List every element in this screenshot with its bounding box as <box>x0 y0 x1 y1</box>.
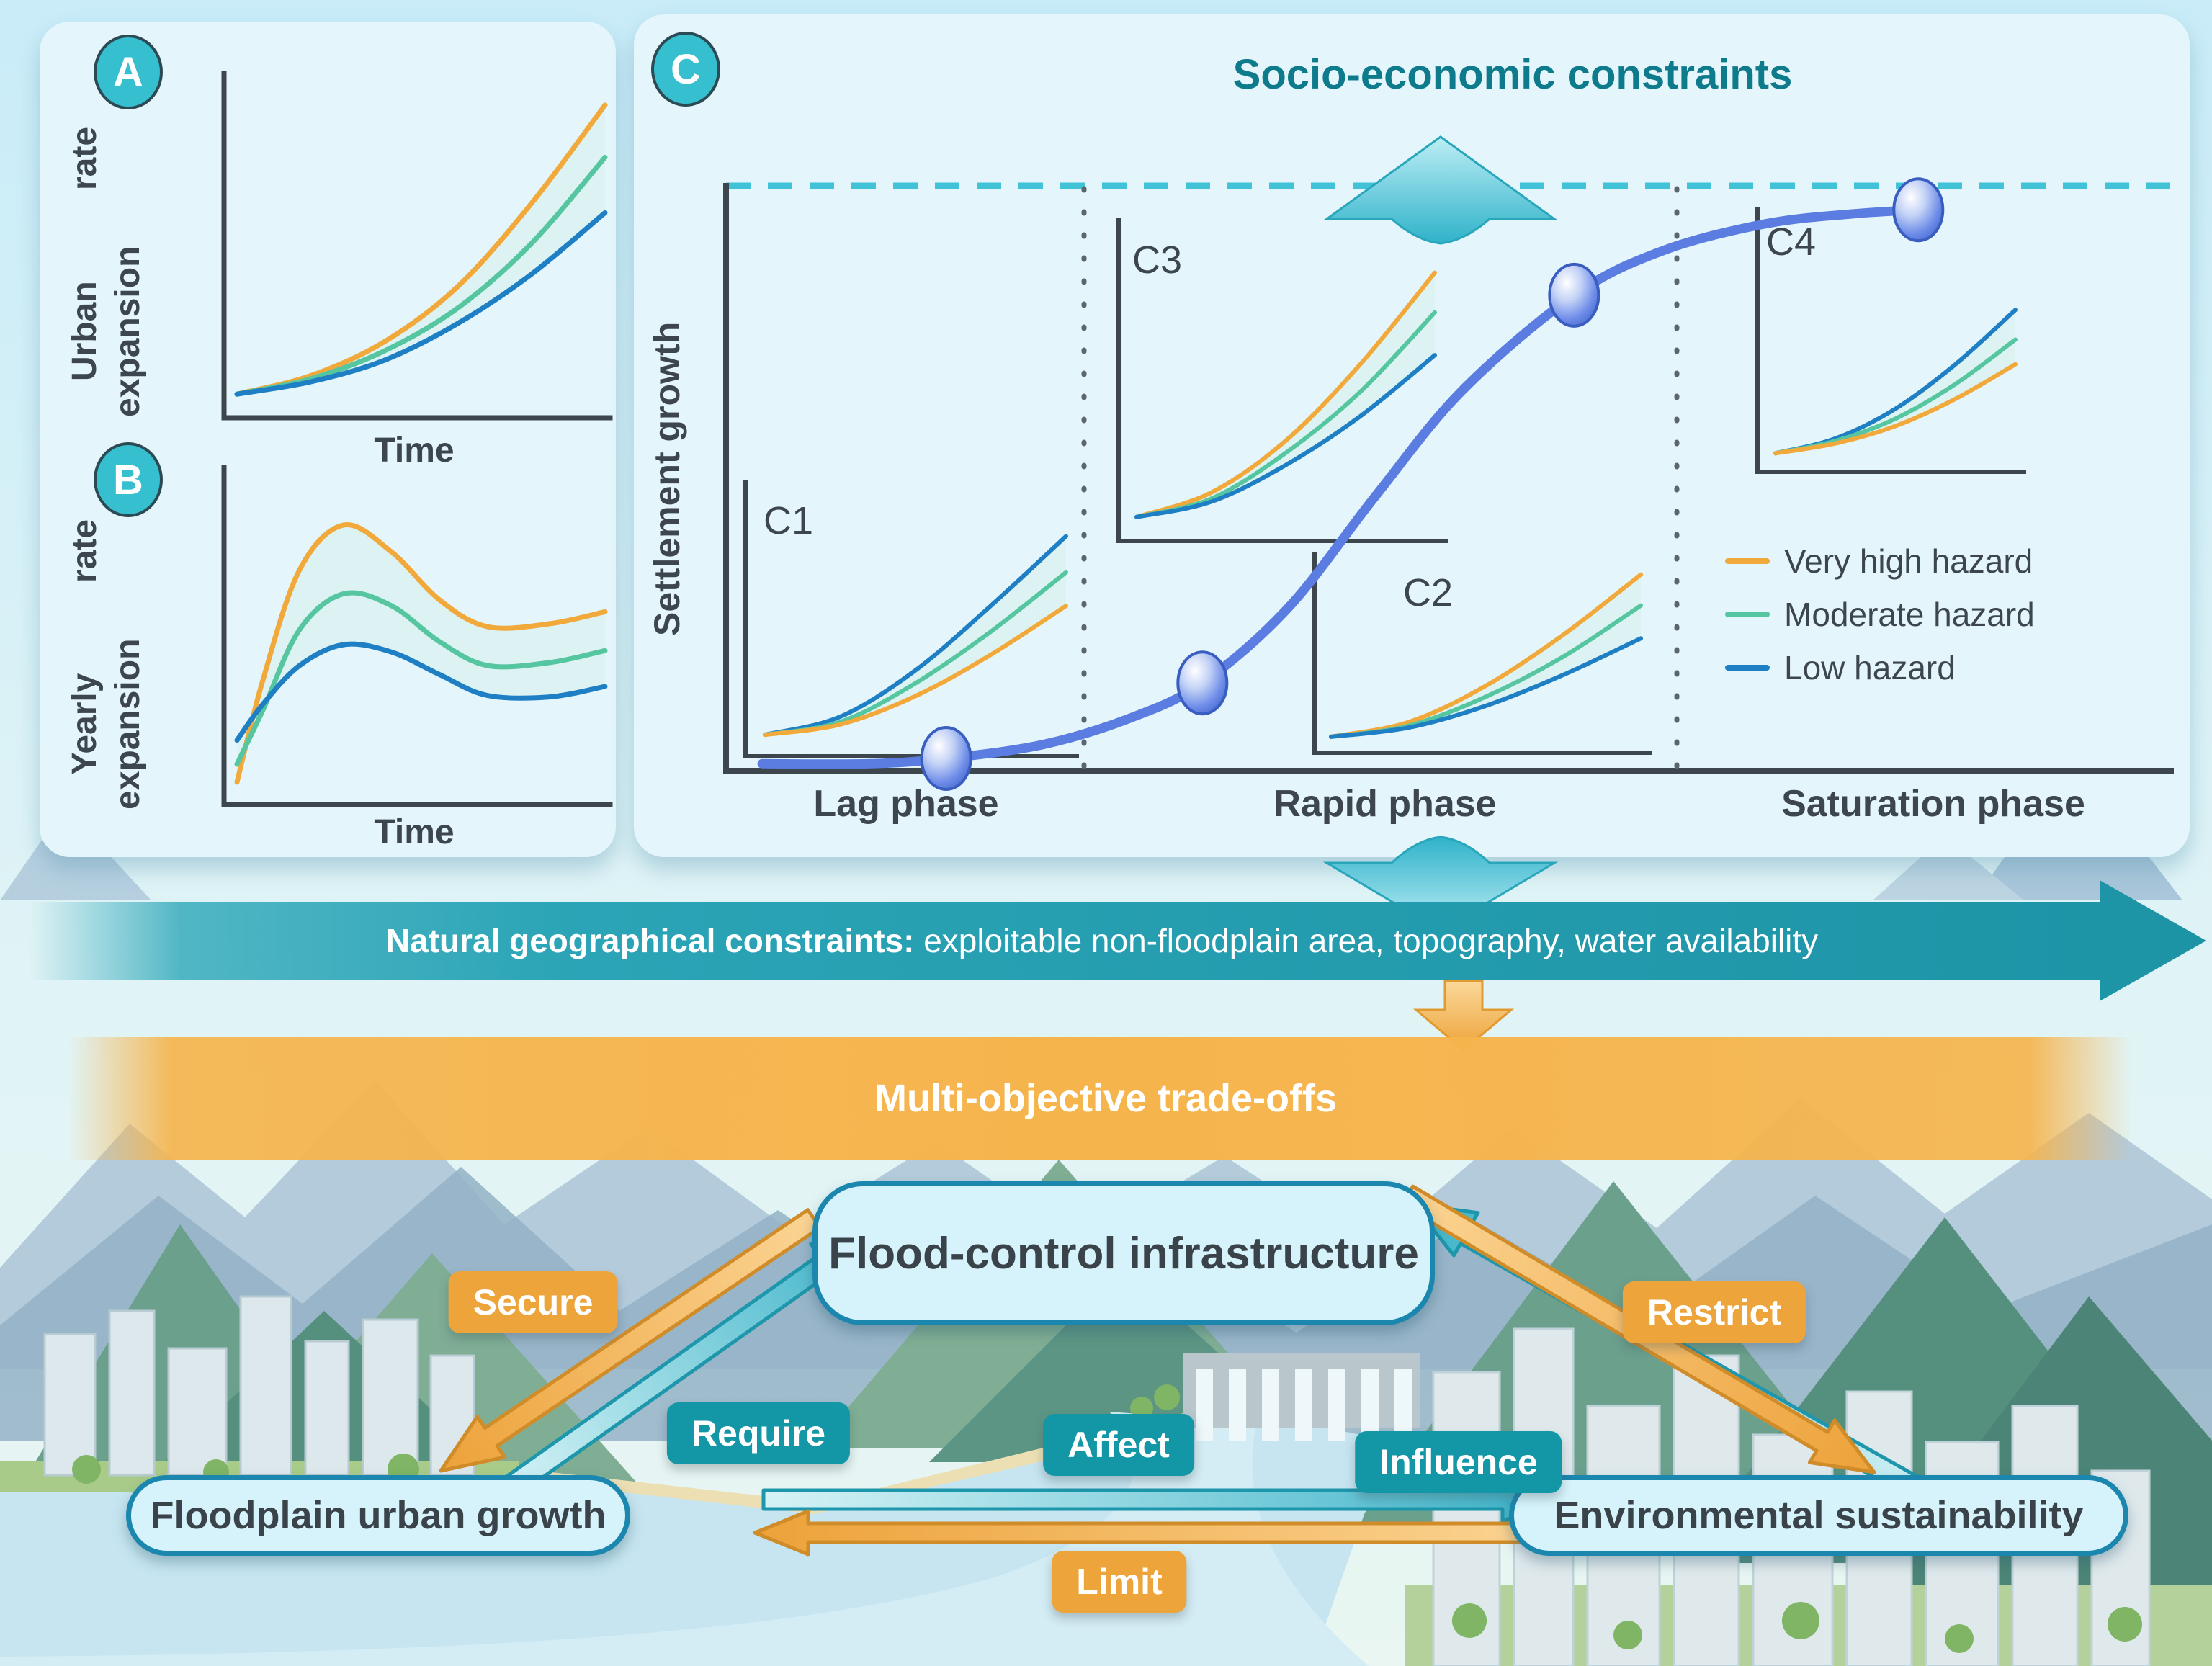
tradeoffs-banner <box>68 1037 2132 1160</box>
flood-control-infrastructure-node: Flood-control infrastructure <box>812 1181 1435 1325</box>
s-curve-marker-3 <box>1548 262 1600 328</box>
beach-strip <box>0 1403 1232 1514</box>
legend-item-low: Low hazard <box>1725 641 2035 694</box>
dam-spill <box>1196 1369 1412 1441</box>
curve-very-high-hazard <box>1329 572 1643 739</box>
urban-expansion-chart <box>221 71 613 421</box>
axes <box>221 465 613 807</box>
subchart-c4-label: C4 <box>1766 220 1817 264</box>
down-arrow-orange-icon <box>1412 980 1515 1052</box>
curve-low-hazard <box>234 210 608 397</box>
hazard-band <box>237 524 605 782</box>
limit-arrow <box>753 1509 1559 1557</box>
legend-item-very-high: Very high hazard <box>1725 534 2035 588</box>
s-curve-marker-4 <box>1892 177 1945 243</box>
curve-low-hazard <box>1134 353 1437 519</box>
curve-low-hazard <box>234 641 608 743</box>
restrict-tag: Restrict <box>1622 1281 1806 1343</box>
natural-constraints-bold: Natural geographical constraints: <box>385 922 915 959</box>
river <box>0 1412 1369 1666</box>
curve-moderate-hazard <box>234 154 608 397</box>
curve-very-high-hazard <box>1773 362 2018 456</box>
hazard-legend: Very high hazard Moderate hazard Low haz… <box>1725 534 2035 694</box>
axes <box>1312 552 1652 755</box>
limit-tag: Limit <box>1052 1551 1187 1613</box>
phase-label-saturation: Saturation phase <box>1781 783 2085 825</box>
panel-c-badge: C <box>651 32 720 107</box>
panel-ab-card <box>40 22 616 857</box>
environmental-sustainability-node: Environmental sustainability <box>1509 1475 2128 1556</box>
curve-very-high-hazard <box>763 604 1068 738</box>
hazard-band <box>237 104 605 395</box>
s-curve-marker-2 <box>1176 650 1229 716</box>
curve-very-high-hazard <box>234 521 608 785</box>
natural-constraints-banner-arrow <box>29 880 2206 1001</box>
natural-constraints-banner-text: Natural geographical constraints: exploi… <box>108 902 2096 980</box>
subchart-c3-label: C3 <box>1132 238 1183 282</box>
s-curve-marker-1 <box>920 725 972 791</box>
panel-b-x-axis-label: Time <box>374 813 455 851</box>
legend-swatch-moderate <box>1725 612 1770 617</box>
affect-tag: Affect <box>1043 1414 1194 1476</box>
phase-label-lag: Lag phase <box>813 783 999 825</box>
panel-c-card <box>634 14 2190 857</box>
up-arrow-icon <box>1323 135 1558 245</box>
yearly-expansion-chart <box>221 465 613 807</box>
secure-arrow <box>439 1208 822 1473</box>
phase-label-rapid: Rapid phase <box>1273 783 1497 825</box>
main-axes <box>723 183 2174 774</box>
subchart-c1-label: C1 <box>764 499 814 542</box>
curve-very-high-hazard <box>1134 270 1437 519</box>
panel-c-y-axis-label: Settlement growth <box>647 321 687 637</box>
panel-b-badge: B <box>94 442 163 517</box>
subchart-c2-label: C2 <box>1403 571 1454 614</box>
legend-item-moderate: Moderate hazard <box>1725 588 2035 641</box>
tradeoffs-banner-text: Multi-objective trade-offs <box>874 1077 1338 1120</box>
legend-swatch-low <box>1725 665 1770 671</box>
influence-tag: Influence <box>1355 1431 1562 1493</box>
floodplain-urban-growth-node: Floodplain urban growth <box>126 1475 630 1556</box>
panel-a-x-axis-label: Time <box>374 431 455 470</box>
socio-economic-constraints-title: Socio-economic constraints <box>1232 51 1793 98</box>
natural-constraints-rest: exploitable non-floodplain area, topogra… <box>914 922 1819 959</box>
axes <box>221 71 613 421</box>
city-left <box>43 1295 475 1477</box>
curve-low-hazard <box>1329 636 1643 739</box>
legend-swatch-very-high <box>1725 558 1770 564</box>
axes <box>1755 207 2026 474</box>
require-tag: Require <box>666 1402 851 1464</box>
hazard-band <box>1137 272 1435 517</box>
panel-a-badge: A <box>94 35 163 109</box>
curve-very-high-hazard <box>234 102 608 397</box>
down-arrow-icon <box>1322 836 1559 932</box>
curve-low-hazard <box>763 534 1068 738</box>
distant-peak-right2 <box>1873 836 2024 900</box>
secure-tag: Secure <box>448 1271 618 1333</box>
